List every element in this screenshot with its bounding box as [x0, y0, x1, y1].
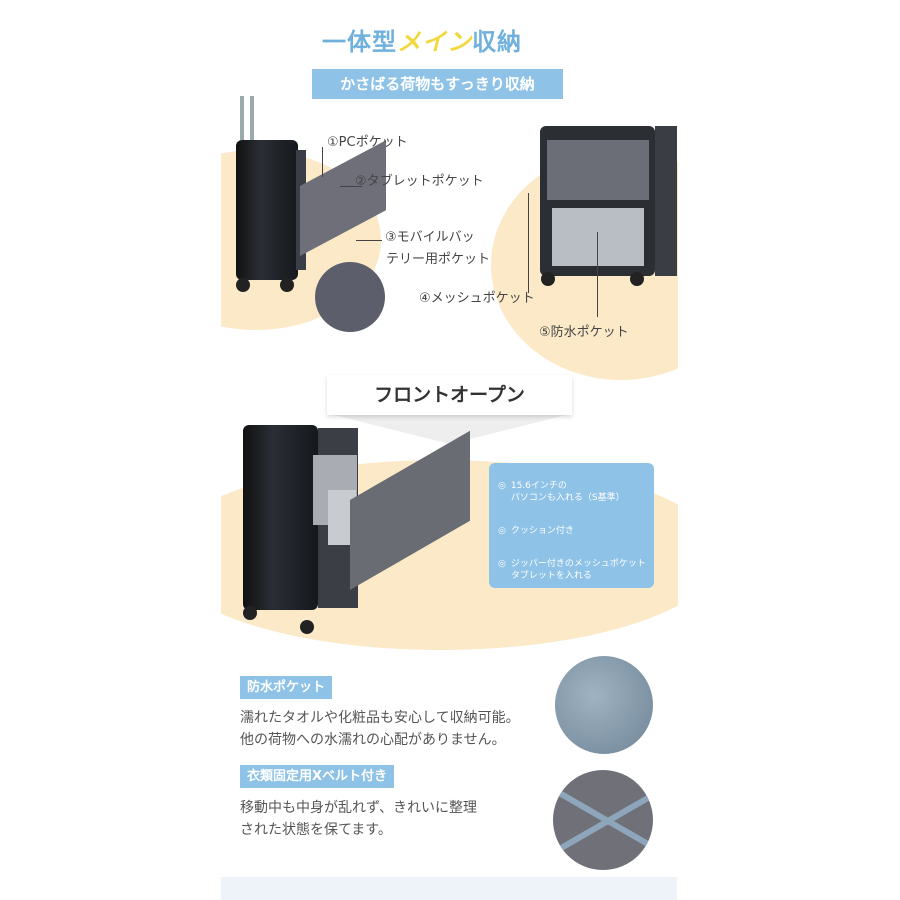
- waterproof-tag: 防水ポケット: [240, 676, 333, 699]
- front-open-banner: フロントオープン: [327, 375, 572, 415]
- callout-tablet-pocket: ②タブレットポケット: [355, 174, 484, 189]
- x-belt-closeup: [553, 770, 653, 870]
- feature-item: ◎ ジッパー付きのメッシュポケットタブレットを入れる: [498, 559, 646, 581]
- page-title: 一体型メイン収納: [322, 28, 522, 56]
- x-belt-tag: 衣類固定用Xベルト付き: [240, 765, 395, 788]
- x-belt-text-line1: 移動中も中身が乱れず、きれいに整理: [240, 800, 478, 816]
- battery-pocket-closeup: [315, 262, 385, 332]
- callout-battery-line1: ③モバイルバッ: [385, 230, 475, 245]
- footer-strip: [221, 877, 677, 900]
- callout-battery-line2: テリー用ポケット: [386, 252, 491, 267]
- waterproof-text-line1: 濡れたタオルや化粧品も安心して収納可能。: [240, 710, 520, 726]
- subtitle-banner: かさばる荷物もすっきり収納: [312, 69, 563, 99]
- feature-info-box: ◎ 15.6インチのパソコンも入れる（S基準） ◎ クッション付き ◎ ジッパー…: [489, 463, 654, 588]
- feature-item: ◎ クッション付き: [498, 526, 574, 536]
- callout-mesh-pocket: ④メッシュポケット: [419, 291, 535, 306]
- callout-pc-pocket: ①PCポケット: [327, 135, 408, 150]
- waterproof-text-line2: 他の荷物への水濡れの心配がありません。: [240, 732, 506, 748]
- callout-waterproof-pocket: ⑤防水ポケット: [539, 325, 629, 340]
- waterproof-closeup: [555, 656, 653, 754]
- x-belt-text-line2: された状態を保てます。: [240, 822, 392, 838]
- banner-arrow: [330, 414, 570, 444]
- feature-item: ◎ 15.6インチのパソコンも入れる（S基準）: [498, 481, 625, 503]
